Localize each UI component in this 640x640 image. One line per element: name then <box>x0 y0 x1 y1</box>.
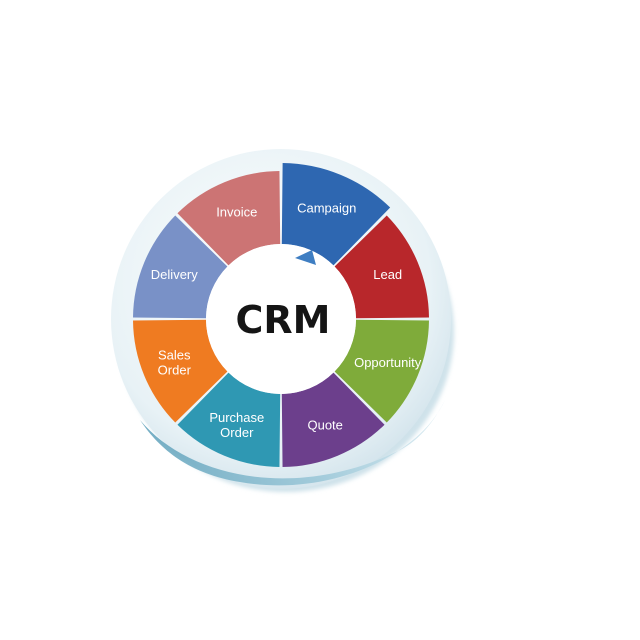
cycle-arrow-icon <box>295 250 316 265</box>
segment-label-quote: Quote <box>307 418 342 433</box>
segment-label-line: Lead <box>373 267 402 282</box>
segment-label-line: Campaign <box>297 201 356 216</box>
segment-lead <box>334 215 429 319</box>
segment-label-lead: Lead <box>373 267 402 282</box>
segment-label-opportunity: Opportunity <box>354 355 422 370</box>
segment-label-line: Quote <box>307 418 342 433</box>
segment-label-line: Opportunity <box>354 355 422 370</box>
swoosh-accent <box>140 400 445 486</box>
segment-label-invoice: Invoice <box>216 204 257 219</box>
segment-label-line: Order <box>220 425 254 440</box>
segment-label-line: Delivery <box>151 267 198 282</box>
segment-label-line: Purchase <box>209 410 264 425</box>
segment-invoice <box>177 171 281 266</box>
segment-label-line: Sales <box>158 348 191 363</box>
segment-purchase-order <box>177 372 281 467</box>
segment-label-delivery: Delivery <box>151 267 198 282</box>
segment-campaign <box>281 163 391 266</box>
center-hub <box>206 244 356 394</box>
segment-label-campaign: Campaign <box>297 201 356 216</box>
segment-delivery <box>133 215 228 319</box>
segment-opportunity <box>334 319 429 423</box>
segment-quote <box>281 372 385 467</box>
segment-label-line: Invoice <box>216 204 257 219</box>
segment-label-line: Order <box>158 363 192 378</box>
segment-sales-order <box>133 319 228 423</box>
center-label: CRM <box>236 298 331 342</box>
